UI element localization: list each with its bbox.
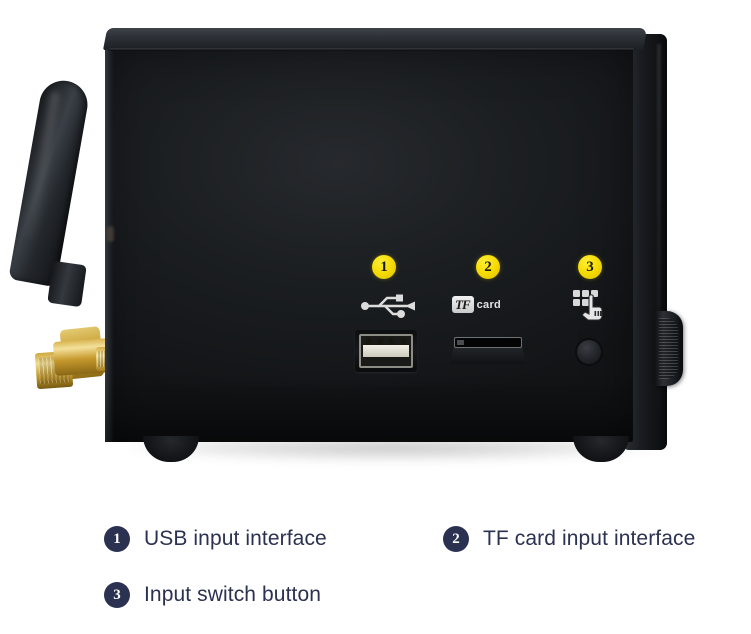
volume-knob[interactable] [655,311,683,386]
caption-label-3: Input switch button [144,583,322,606]
usb-port-shell [359,334,413,368]
input-switch-button[interactable] [577,340,601,364]
right-edge-highlight [657,44,661,444]
tf-card-slot[interactable] [450,334,526,364]
tf-chip-label: TF [452,296,474,313]
caption-item-input-switch: 3 Input switch button [104,582,321,608]
rubber-foot-right [573,436,629,462]
caption-badge-2: 2 [443,526,469,552]
wifi-antenna [2,76,122,390]
chassis-top-panel [103,28,648,50]
marker-badge-1: 1 [372,255,396,279]
usb-port-tongue [363,345,409,357]
chassis-front-panel [105,44,633,442]
tf-card-word: card [476,298,502,311]
caption-item-usb: 1 USB input interface [104,526,327,552]
chassis-top-seam [109,48,634,51]
tf-slot-opening [454,337,522,348]
tf-card-icon: TF card [452,296,501,313]
antenna-neck [47,260,87,308]
caption-legend: 1 USB input interface 2 TF card input in… [0,494,751,634]
caption-item-tf-card: 2 TF card input interface [443,526,695,552]
device-chassis [103,28,683,462]
caption-badge-1: 1 [104,526,130,552]
marker-badge-2: 2 [476,255,500,279]
product-photo: 1 2 3 TF card [0,0,751,490]
antenna-body [8,76,92,288]
usb-port-pins [366,338,406,347]
marker-badge-3: 3 [578,255,602,279]
input-select-icon [572,288,606,322]
usb-icon [355,293,419,319]
panel-scuff-mark [107,226,114,242]
usb-a-port[interactable] [355,330,417,372]
caption-label-2: TF card input interface [483,527,696,550]
rubber-foot-left [143,436,199,462]
caption-label-1: USB input interface [144,527,327,550]
caption-badge-3: 3 [104,582,130,608]
